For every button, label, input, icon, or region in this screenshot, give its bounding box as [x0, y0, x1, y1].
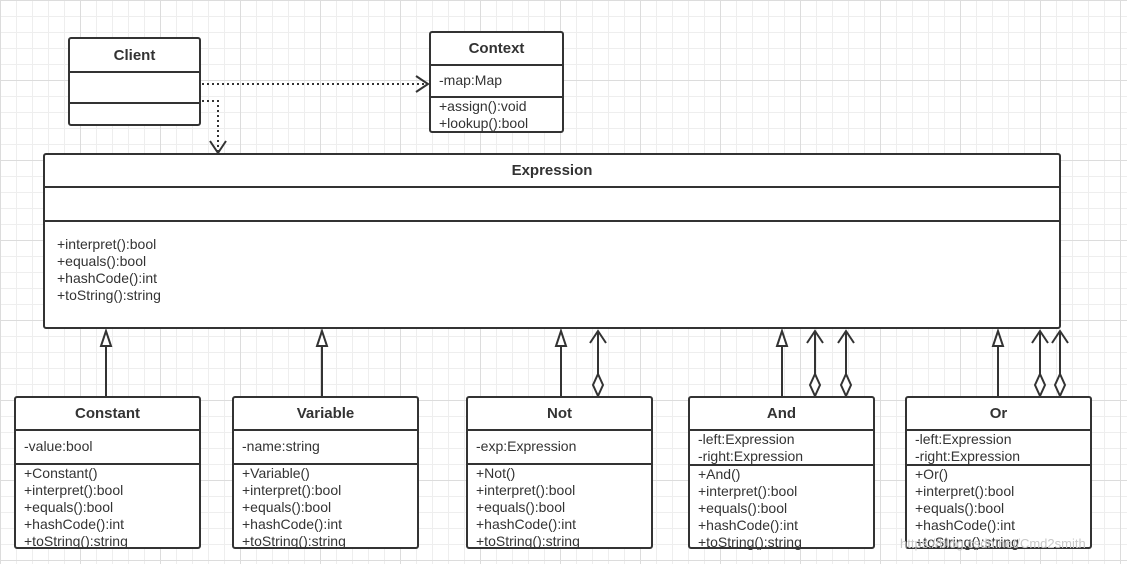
operation: +equals():bool	[915, 500, 1005, 516]
operation: +lookup():bool	[439, 115, 529, 131]
attribute: -right:Expression	[698, 448, 804, 464]
generalization-arrowhead	[991, 327, 1005, 347]
class-name: Client	[70, 39, 199, 73]
generalization-arrowhead	[775, 327, 789, 347]
class-name: And	[690, 398, 873, 431]
aggregation-diamond	[839, 371, 853, 399]
operation: +Or()	[915, 466, 949, 482]
operation: +interpret():bool	[698, 483, 798, 499]
operation: +And()	[698, 466, 741, 482]
operation: +Constant()	[24, 465, 98, 481]
watermark: https://blog.csdn.net/Cmd2smith	[900, 536, 1086, 551]
operation: +Not()	[476, 465, 516, 481]
or-class[interactable]: Or -left:Expression -right:Expression +O…	[905, 396, 1092, 551]
class-name: Not	[468, 398, 651, 431]
operation: +equals():bool	[57, 253, 147, 269]
aggregation-diamond	[1033, 371, 1047, 399]
operation: +Variable()	[242, 465, 310, 481]
attribute: -right:Expression	[915, 448, 1021, 464]
class-name: Variable	[234, 398, 417, 431]
aggregation-diamond	[591, 371, 605, 399]
operation: +hashCode():int	[698, 517, 799, 533]
generalization-arrowhead	[99, 327, 113, 347]
attributes-compartment: -value:bool	[16, 431, 199, 465]
operation: +interpret():bool	[242, 482, 342, 498]
attribute: -left:Expression	[915, 431, 1012, 447]
operations-compartment: +interpret():bool +equals():bool +hashCo…	[45, 222, 1059, 304]
attribute: -left:Expression	[698, 431, 795, 447]
operations-compartment: +Not() +interpret():bool +equals():bool …	[468, 465, 651, 550]
operation: +toString():string	[476, 533, 580, 549]
aggregation-arrowhead	[837, 329, 855, 344]
not-class[interactable]: Not -exp:Expression +Not() +interpret():…	[466, 396, 653, 549]
operations-compartment: +And() +interpret():bool +equals():bool …	[690, 466, 873, 551]
operation: +interpret():bool	[57, 236, 157, 252]
operation: +hashCode():int	[57, 270, 158, 286]
expression-class[interactable]: Expression +interpret():bool +equals():b…	[43, 153, 1061, 329]
class-name: Expression	[45, 155, 1059, 188]
operation: +assign():void	[439, 98, 527, 114]
operation: +equals():bool	[698, 500, 788, 516]
attributes-compartment: -left:Expression -right:Expression	[690, 431, 873, 466]
attribute: -map:Map	[439, 72, 503, 88]
operations-compartment: +Or() +interpret():bool +equals():bool +…	[907, 466, 1090, 551]
aggregation-diamond	[1053, 371, 1067, 399]
operation: +hashCode():int	[915, 517, 1016, 533]
client-class[interactable]: Client	[68, 37, 201, 126]
operation: +interpret():bool	[476, 482, 576, 498]
aggregation-arrowhead	[589, 329, 607, 344]
operations-compartment: +assign():void +lookup():bool	[431, 98, 562, 132]
generalization-arrowhead	[315, 327, 329, 347]
attribute: -exp:Expression	[476, 438, 577, 454]
operation: +equals():bool	[242, 499, 332, 515]
operation: +hashCode():int	[24, 516, 125, 532]
operation: +equals():bool	[24, 499, 114, 515]
operations-compartment: +Variable() +interpret():bool +equals():…	[234, 465, 417, 550]
attribute: -name:string	[242, 438, 320, 454]
aggregation-arrowhead	[806, 329, 824, 344]
operation: +toString():string	[24, 533, 128, 549]
operation: +toString():string	[698, 534, 802, 550]
operation: +toString():string	[242, 533, 346, 549]
operation: +hashCode():int	[242, 516, 343, 532]
operation: +interpret():bool	[915, 483, 1015, 499]
client-expression-dependency	[202, 100, 219, 151]
operation: +interpret():bool	[24, 482, 124, 498]
class-name: Constant	[16, 398, 199, 431]
dependency-arrowhead	[415, 75, 430, 93]
variable-class[interactable]: Variable -name:string +Variable() +inter…	[232, 396, 419, 549]
class-name: Or	[907, 398, 1090, 431]
attributes-compartment: -left:Expression -right:Expression	[907, 431, 1090, 466]
attributes-compartment: -name:string	[234, 431, 417, 465]
constant-class[interactable]: Constant -value:bool +Constant() +interp…	[14, 396, 201, 549]
operations-compartment: +Constant() +interpret():bool +equals():…	[16, 465, 199, 550]
attributes-compartment	[45, 188, 1059, 222]
generalization-arrowhead	[554, 327, 568, 347]
class-name: Context	[431, 33, 562, 66]
attributes-compartment	[70, 73, 199, 104]
attribute: -value:bool	[24, 438, 93, 454]
aggregation-arrowhead	[1051, 329, 1069, 344]
operation: +hashCode():int	[476, 516, 577, 532]
context-class[interactable]: Context -map:Map +assign():void +lookup(…	[429, 31, 564, 133]
and-class[interactable]: And -left:Expression -right:Expression +…	[688, 396, 875, 551]
operation: +equals():bool	[476, 499, 566, 515]
operation: +toString():string	[915, 534, 1019, 550]
aggregation-arrowhead	[1031, 329, 1049, 344]
operation: +toString():string	[57, 287, 161, 303]
attributes-compartment: -exp:Expression	[468, 431, 651, 465]
aggregation-diamond	[808, 371, 822, 399]
attributes-compartment: -map:Map	[431, 66, 562, 98]
